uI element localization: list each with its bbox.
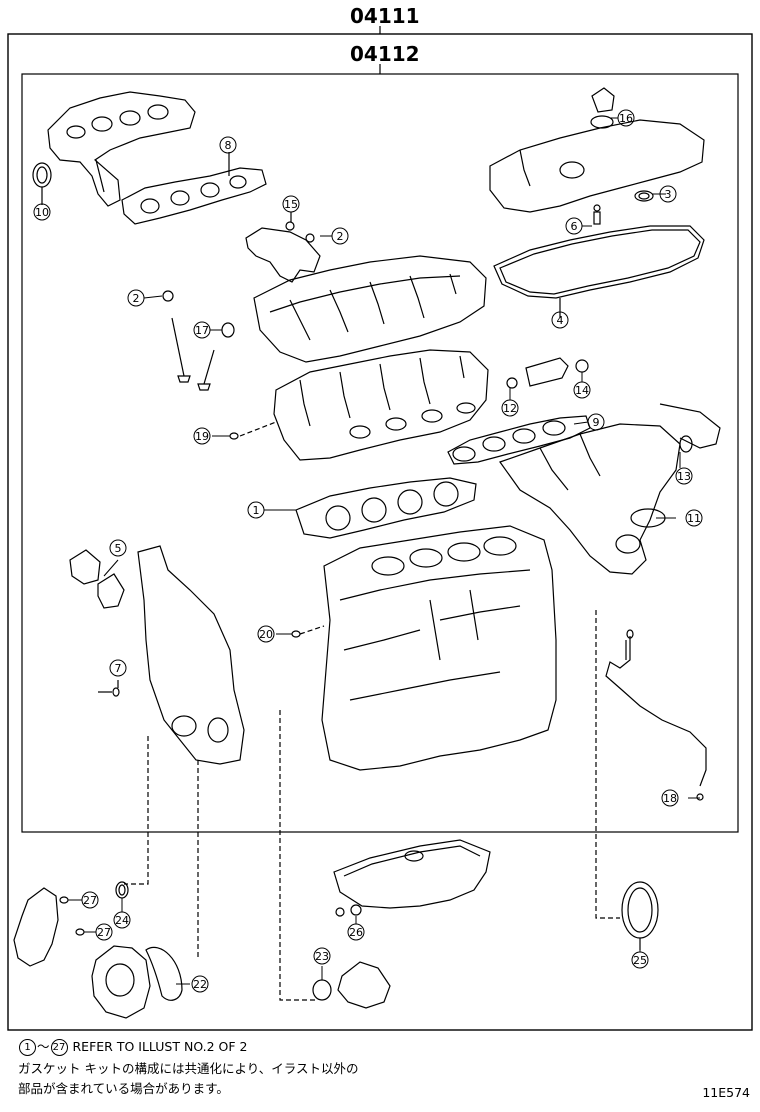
svg-text:2: 2 (133, 292, 140, 305)
svg-text:7: 7 (115, 662, 122, 675)
thermostat-housing (312, 961, 391, 1009)
svg-text:16: 16 (619, 112, 633, 125)
note-line-2: 部品が含まれている場合があります。 (18, 1081, 229, 1096)
cam-bracket (245, 212, 321, 283)
svg-text:25: 25 (633, 954, 647, 967)
callout-6: 6 (565, 217, 583, 235)
svg-text:8: 8 (225, 139, 232, 152)
callout-27: 27 (95, 923, 113, 941)
inner-frame (21, 73, 739, 833)
callout-23: 23 (313, 947, 331, 965)
callout-24: 24 (113, 911, 131, 929)
callout-4: 4 (551, 311, 569, 329)
svg-text:15: 15 (284, 198, 298, 211)
callout-8: 8 (219, 136, 237, 154)
svg-text:1: 1 (253, 504, 260, 517)
svg-text:10: 10 (35, 206, 49, 219)
head-cover-gasket (493, 225, 705, 318)
camshaft-housing (253, 255, 487, 363)
callout-leaders (68, 117, 700, 985)
callout-12: 12 (501, 399, 519, 417)
callout-2: 2 (331, 227, 349, 245)
callout-13: 13 (675, 467, 693, 485)
svg-text:2: 2 (337, 230, 344, 243)
svg-text:27: 27 (97, 926, 111, 939)
intake-manifold (499, 403, 721, 575)
callout-markers: 1 2 2 3 4 5 6 7 8 9 10 11 12 13 14 15 16… (33, 109, 703, 993)
callout-5: 5 (109, 539, 127, 557)
water-inlet-housing (13, 881, 129, 967)
svg-text:23: 23 (315, 950, 329, 963)
valves (162, 290, 235, 391)
exhaust-seal-ring (32, 162, 52, 205)
svg-text:9: 9 (593, 416, 600, 429)
range-end-marker: 27 (50, 1039, 68, 1056)
outer-frame (7, 33, 753, 1031)
leader-lines (124, 610, 620, 1001)
inner-kit-code: 04112 (350, 42, 420, 66)
callout-26: 26 (347, 923, 365, 941)
timing-chain-cover (69, 545, 245, 765)
svg-text:24: 24 (115, 914, 129, 927)
exhaust-manifold (47, 91, 196, 207)
svg-text:14: 14 (575, 384, 589, 397)
cylinder-block (321, 525, 557, 771)
svg-text:22: 22 (193, 978, 207, 991)
svg-text:17: 17 (195, 324, 209, 337)
callout-11: 11 (685, 509, 703, 527)
callout-25: 25 (631, 951, 649, 969)
illustration-code: 11E574 (702, 1085, 750, 1100)
water-pump (91, 945, 183, 1019)
svg-text:11: 11 (687, 512, 701, 525)
callout-22: 22 (191, 975, 209, 993)
callout-19: 19 (193, 427, 211, 445)
svg-text:27: 27 (83, 894, 97, 907)
refer-text: REFER TO ILLUST NO.2 OF 2 (72, 1039, 248, 1054)
range-tilde: ～ (37, 1039, 50, 1054)
refer-note: 1～27 REFER TO ILLUST NO.2 OF 2 (18, 1038, 248, 1056)
svg-text:6: 6 (571, 220, 578, 233)
svg-text:18: 18 (663, 792, 677, 805)
oil-level-gauge (605, 629, 707, 801)
svg-text:13: 13 (677, 470, 691, 483)
oil-pan (333, 839, 491, 917)
callout-14: 14 (573, 381, 591, 399)
callout-3: 3 (659, 185, 677, 203)
callout-7: 7 (109, 659, 127, 677)
callout-15: 15 (282, 195, 300, 213)
callout-16: 16 (617, 109, 635, 127)
cylinder-head (273, 349, 489, 461)
callout-9: 9 (587, 413, 605, 431)
callout-10: 10 (33, 203, 51, 221)
exhaust-manifold-gasket (121, 152, 267, 225)
cylinder-head-cover (489, 87, 705, 213)
svg-text:26: 26 (349, 926, 363, 939)
rear-oil-seal (621, 881, 659, 950)
cylinder-head-gasket (295, 477, 477, 539)
svg-text:19: 19 (195, 430, 209, 443)
callout-18: 18 (661, 789, 679, 807)
svg-text:5: 5 (115, 542, 122, 555)
range-start-marker: 1 (19, 1039, 36, 1056)
callout-1: 1 (247, 501, 265, 519)
callout-27: 27 (81, 891, 99, 909)
svg-text:3: 3 (665, 188, 672, 201)
callout-17: 17 (193, 321, 211, 339)
svg-text:12: 12 (503, 402, 517, 415)
outer-kit-code: 04111 (350, 4, 420, 28)
oil-seal-small (593, 190, 654, 225)
note-line-1: ガスケット キットの構成には共通化により、イラスト以外の (18, 1061, 359, 1076)
callout-2: 2 (127, 289, 145, 307)
svg-text:20: 20 (259, 628, 273, 641)
callout-20: 20 (257, 625, 275, 643)
svg-text:4: 4 (557, 314, 564, 327)
intake-manifold-gasket (447, 415, 591, 465)
